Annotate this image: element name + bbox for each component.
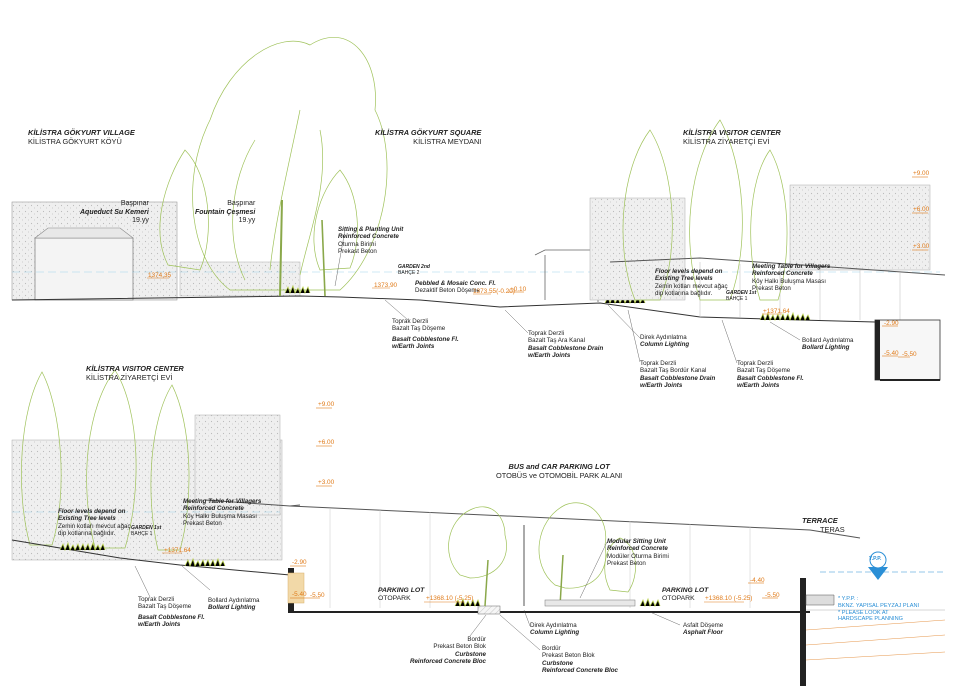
bottom-level-plus-9: +9.00 [318, 401, 335, 408]
level-plus-3: +3.00 [913, 243, 930, 250]
asphalt-floor-label: Asfalt Döşeme Asphalt Floor [683, 622, 724, 637]
bottom-level-minus-5-40: -5.40 [292, 591, 307, 598]
square-trees [159, 37, 388, 291]
bottom-visitor-center-title: KİLİSTRA VISITOR CENTER KİLİSTRA ZİYARET… [86, 364, 184, 382]
parking-lot-right-label: PARKING LOT OTOPARK [662, 587, 709, 602]
bottom-level-plus-6: +6.00 [318, 439, 335, 446]
bottom-bollard-label: Bollard Aydınlatma Bollard Lighting [208, 597, 260, 612]
cobblestone-floor-label: Toprak Derzli Bazalt Taş Döşeme Basalt C… [392, 318, 459, 351]
bottom-floor-levels-label: Floor levels depend on Existing Tree lev… [58, 508, 131, 538]
parking-lot-left-label: PARKING LOT OTOPARK [378, 587, 425, 602]
visitor-center-title: KİLİSTRA VISITOR CENTER KİLİSTRA ZİYARET… [683, 128, 781, 146]
bottom-meeting-table-label: Meeting Table for Villagers Reinforced C… [183, 498, 262, 528]
level-minus-5-50: -5.50 [902, 351, 917, 358]
cobblestone-floor-label-2: Toprak Derzli Bazalt Taş Döşeme Basalt C… [737, 360, 804, 390]
ypp-marker: Y.P.P. [869, 556, 882, 562]
bottom-visitor-trees [21, 369, 190, 551]
level-1373-90: 1373.90 [374, 282, 398, 289]
cobblestone-drain-label: Toprak Derzli Bazalt Taş Ara Kanal Basal… [528, 330, 604, 360]
bottom-section-drawing [11, 369, 946, 686]
aqueduct-wall [179, 261, 301, 297]
modular-sitting-unit-label: Modular Sitting Unit Reinforced Concrete… [607, 538, 669, 568]
top-leader-lines [334, 229, 801, 364]
visitor-center-wall [589, 197, 686, 301]
level-1371-64: +1371.64 [763, 308, 790, 315]
visitor-center-trees [622, 119, 788, 301]
parking-trees [448, 502, 636, 593]
parking-left-level: +1368.10 (-5.25) [426, 595, 474, 602]
cobblestone-edge-drain-label: Toprak Derzli Bazalt Taş Bordür Kanal Ba… [640, 360, 716, 390]
curbstone-label-left: Bordür Prekast Beton Blok Curbstone Rein… [410, 636, 486, 666]
aqueduct-label: Başpınar Aqueduct Su Kemeri 19.yy [80, 200, 149, 225]
meeting-table-label: Meeting Table for Villagers Reinforced C… [752, 263, 831, 293]
column-lighting-label: Direk Aydınlatma Column Lighting [640, 334, 690, 349]
bottom-level-minus-4-40: -4.40 [750, 577, 765, 584]
level-minus-2-90: -2.90 [884, 320, 899, 327]
level-plus-6: +6.00 [913, 206, 930, 213]
parking-lot-title: BUS and CAR PARKING LOT OTOBÜS ve OTOMOB… [496, 462, 623, 480]
village-house [34, 237, 134, 301]
bottom-level-minus-5-50: -5.50 [310, 592, 325, 599]
square-title: KİLİSTRA GÖKYURT SQUARE KİLİSTRA MEYDANI [375, 128, 482, 146]
curbstone-label-right: Bordür Prekast Beton Blok Curbstone Rein… [542, 645, 618, 675]
bottom-level-minus-5-50-right: -5.50 [765, 592, 780, 599]
bollard-lighting-label: Bollard Aydınlatma Bollard Lighting [802, 337, 854, 352]
bottom-level-1371-64: +1371.64 [164, 547, 191, 554]
level-plus-9: +9.00 [913, 170, 930, 177]
bottom-level-minus-2-90: -2.90 [292, 559, 307, 566]
floor-levels-label: Floor levels depend on Existing Tree lev… [655, 268, 728, 298]
ypp-note: * Y.P.P. : BKNZ. YAPISAL PEYZAJ PLANI * … [838, 596, 920, 623]
level-1374-35: 1374.35 [148, 272, 172, 279]
level-minus-5-40: -5.40 [884, 350, 899, 357]
level-plus-0-10: +0.10 [510, 286, 527, 293]
bottom-column-lighting-label: Direk Aydınlatma Column Lighting [530, 622, 580, 637]
garden1-label: GARDEN 1st BAHÇE 1 [726, 290, 757, 302]
top-section-drawing [11, 37, 946, 381]
terrace-title: TERRACE TERAS [802, 516, 845, 534]
sitting-unit-label: Sitting & Planting Unit Reinforced Concr… [338, 226, 404, 256]
level-1373-55: 1373.55(-0.20) [473, 288, 515, 295]
pebbled-floor-label: Pebbled & Mosaic Conc. Fl. Dezaktif Beto… [415, 280, 496, 295]
garden2-label: GARDEN 2nd BAHÇE 2 [398, 264, 430, 276]
village-title: KİLİSTRA GÖKYURT VILLAGE KİLİSTRA GÖKYUR… [28, 128, 135, 146]
parking-right-level: +1368.10 (-5.25) [705, 595, 753, 602]
bottom-cobblestone-label: Toprak Derzli Bazalt Taş Döşeme Basalt C… [138, 596, 205, 629]
bottom-level-plus-3: +3.00 [318, 479, 335, 486]
bottom-garden1-label: GARDEN 1st BAHÇE 1 [131, 525, 162, 537]
fountain-label: Başpınar Fountain Çeşmesi 19.yy [195, 200, 256, 225]
